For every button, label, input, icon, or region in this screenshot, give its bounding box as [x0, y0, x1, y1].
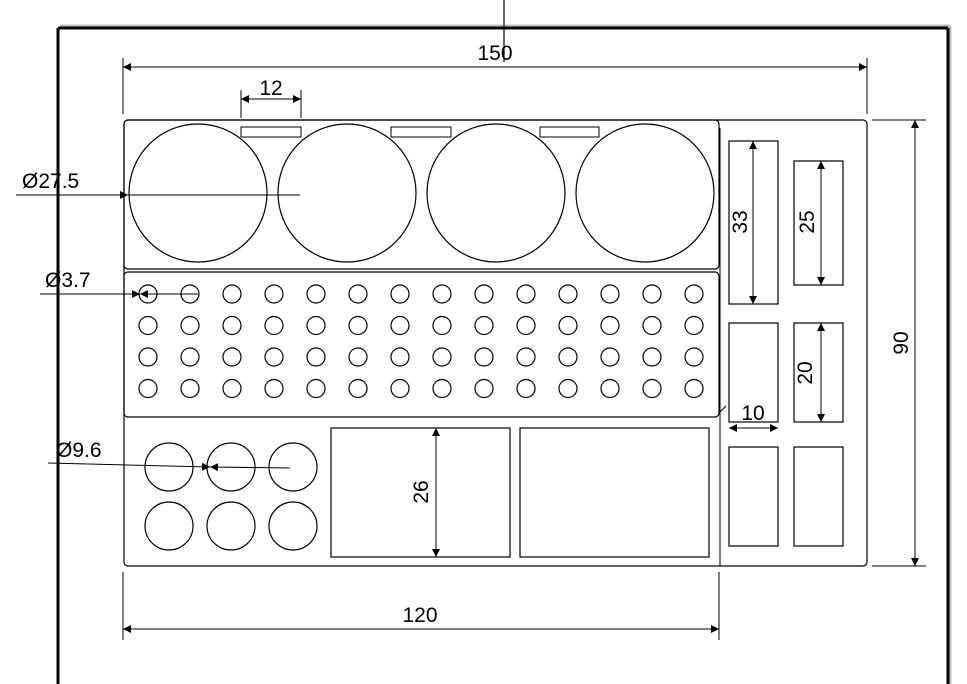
- large-hole: [128, 123, 268, 263]
- small-hole: [558, 378, 578, 399]
- small-hole: [264, 347, 284, 367]
- small-hole: [306, 284, 326, 304]
- drawing-frame: [56, 0, 952, 684]
- small-hole: [516, 284, 536, 304]
- small-hole: [432, 378, 452, 399]
- small-hole: [390, 378, 410, 399]
- slot-bottom-left: [728, 446, 779, 547]
- small-hole: [348, 378, 368, 399]
- medium-hole: [144, 442, 194, 492]
- small-hole: [600, 315, 620, 336]
- small-hole: [222, 315, 242, 336]
- small-hole: [222, 284, 242, 304]
- dim-narrow-slot-width: 10: [741, 402, 764, 425]
- large-hole-section: [123, 119, 720, 270]
- small-hole-grid: [138, 284, 704, 399]
- small-hole: [348, 315, 368, 336]
- small-hole: [516, 315, 536, 336]
- large-hole: [426, 123, 566, 263]
- medium-hole: [206, 501, 256, 551]
- small-hole: [642, 284, 662, 304]
- slot-bottom-right: [793, 446, 844, 547]
- dimension-labels: 150 12 Ø27.5 Ø3.7 Ø9.6 26 33 25 20 10 90…: [22, 42, 913, 627]
- small-hole: [348, 284, 368, 304]
- dim-short-slot-height: 25: [796, 210, 819, 233]
- dim-inner-width: 120: [402, 604, 437, 627]
- small-hole: [474, 284, 494, 304]
- small-hole: [558, 347, 578, 367]
- small-hole: [180, 315, 200, 336]
- small-hole: [390, 347, 410, 367]
- large-hole: [575, 123, 715, 263]
- small-hole: [138, 315, 158, 336]
- small-hole: [306, 378, 326, 399]
- small-hole: [432, 347, 452, 367]
- dimension-lines: [16, 58, 926, 640]
- small-hole: [474, 315, 494, 336]
- dim-slot-width: 12: [259, 77, 282, 100]
- dim-mid-slot-height: 20: [794, 361, 817, 384]
- dim-overall-width: 150: [477, 42, 512, 65]
- small-hole: [264, 315, 284, 336]
- small-hole: [600, 347, 620, 367]
- small-hole: [432, 315, 452, 336]
- small-hole: [222, 347, 242, 367]
- dim-medium-hole-diameter: Ø9.6: [56, 439, 102, 462]
- dim-large-hole-diameter: Ø27.5: [22, 170, 79, 193]
- small-hole: [222, 378, 242, 399]
- small-hole: [348, 347, 368, 367]
- tray-outline: [123, 119, 868, 567]
- small-hole: [642, 315, 662, 336]
- small-hole: [138, 378, 158, 399]
- small-hole-section: [123, 271, 720, 418]
- small-hole: [684, 315, 704, 336]
- small-hole: [684, 347, 704, 367]
- small-hole: [474, 378, 494, 399]
- small-hole: [642, 347, 662, 367]
- small-hole: [516, 347, 536, 367]
- medium-hole: [268, 501, 318, 551]
- small-hole: [516, 378, 536, 399]
- pocket-right: [519, 427, 710, 558]
- small-hole: [180, 347, 200, 367]
- small-hole: [390, 315, 410, 336]
- small-hole: [684, 378, 704, 399]
- small-hole: [474, 347, 494, 367]
- dim-small-hole-diameter: Ø3.7: [45, 269, 91, 292]
- right-slot-column: [728, 140, 844, 547]
- large-hole: [277, 123, 417, 263]
- small-hole: [600, 284, 620, 304]
- small-hole: [306, 315, 326, 336]
- small-hole: [180, 378, 200, 399]
- small-hole: [432, 284, 452, 304]
- small-hole: [684, 284, 704, 304]
- small-hole: [558, 315, 578, 336]
- dim-overall-height: 90: [890, 331, 913, 354]
- dim-pocket-height: 26: [410, 480, 433, 503]
- small-hole: [264, 378, 284, 399]
- small-hole: [138, 347, 158, 367]
- slot-mid-left: [728, 322, 779, 423]
- pocket-left: [330, 427, 511, 558]
- small-hole: [264, 284, 284, 304]
- medium-hole: [144, 501, 194, 551]
- small-hole: [600, 378, 620, 399]
- small-hole: [558, 284, 578, 304]
- small-hole: [390, 284, 410, 304]
- small-hole: [642, 378, 662, 399]
- small-hole: [306, 347, 326, 367]
- medium-hole: [268, 442, 318, 492]
- dim-tall-slot-height: 33: [729, 210, 752, 233]
